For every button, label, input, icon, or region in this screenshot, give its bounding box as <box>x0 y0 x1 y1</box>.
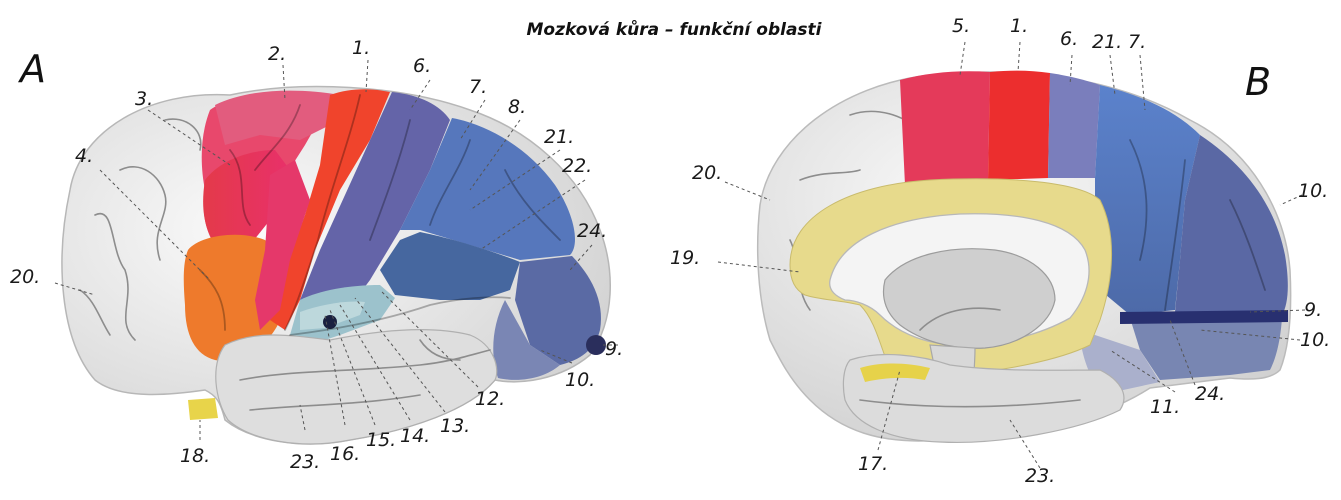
label-a-2: 2. <box>268 43 286 65</box>
label-a-13: 13. <box>440 415 470 437</box>
label-b-20: 20. <box>692 162 722 184</box>
label-a-18: 18. <box>180 445 210 467</box>
region-6-medial <box>1048 73 1100 178</box>
label-a-1: 1. <box>352 37 370 59</box>
label-a-20: 20. <box>10 266 40 288</box>
panel-label-b: B <box>1245 60 1271 104</box>
label-b-1: 1. <box>1010 15 1028 37</box>
diagram-title: Mozková kůra – funkční oblasti <box>527 19 823 40</box>
region-5 <box>900 71 990 185</box>
label-a-22: 22. <box>562 155 592 177</box>
label-a-6: 6. <box>413 55 431 77</box>
label-b-17: 17. <box>858 453 888 475</box>
label-b-23: 23. <box>1025 465 1055 487</box>
panel-label-a: A <box>17 47 46 91</box>
label-b-11: 11. <box>1150 396 1180 418</box>
region-1-medial <box>988 71 1050 180</box>
label-a-23: 23. <box>290 451 320 473</box>
label-a-21: 21. <box>544 126 574 148</box>
label-a-16: 16. <box>330 443 360 465</box>
region-9-medial <box>1120 310 1288 324</box>
label-a-15: 15. <box>366 429 396 451</box>
label-a-9: 9. <box>605 338 623 360</box>
label-b-24: 24. <box>1195 383 1225 405</box>
label-b-19: 19. <box>670 247 700 269</box>
label-a-4: 4. <box>75 145 93 167</box>
label-b-5: 5. <box>952 15 970 37</box>
label-a-7: 7. <box>469 76 487 98</box>
label-b-21: 21. <box>1092 31 1122 53</box>
label-b-7: 7. <box>1128 31 1146 53</box>
label-b-9: 9. <box>1304 299 1322 321</box>
label-b-10-lower: 10. <box>1300 329 1330 351</box>
label-a-3: 3. <box>135 88 153 110</box>
label-b-6: 6. <box>1060 28 1078 50</box>
label-a-8: 8. <box>508 96 526 118</box>
label-b-10-upper: 10. <box>1298 180 1328 202</box>
label-a-24: 24. <box>577 220 607 242</box>
brain-a-lateral <box>62 87 610 444</box>
label-a-10: 10. <box>565 369 595 391</box>
label-a-14: 14. <box>400 425 430 447</box>
region-18 <box>188 398 218 420</box>
label-a-12: 12. <box>475 388 505 410</box>
